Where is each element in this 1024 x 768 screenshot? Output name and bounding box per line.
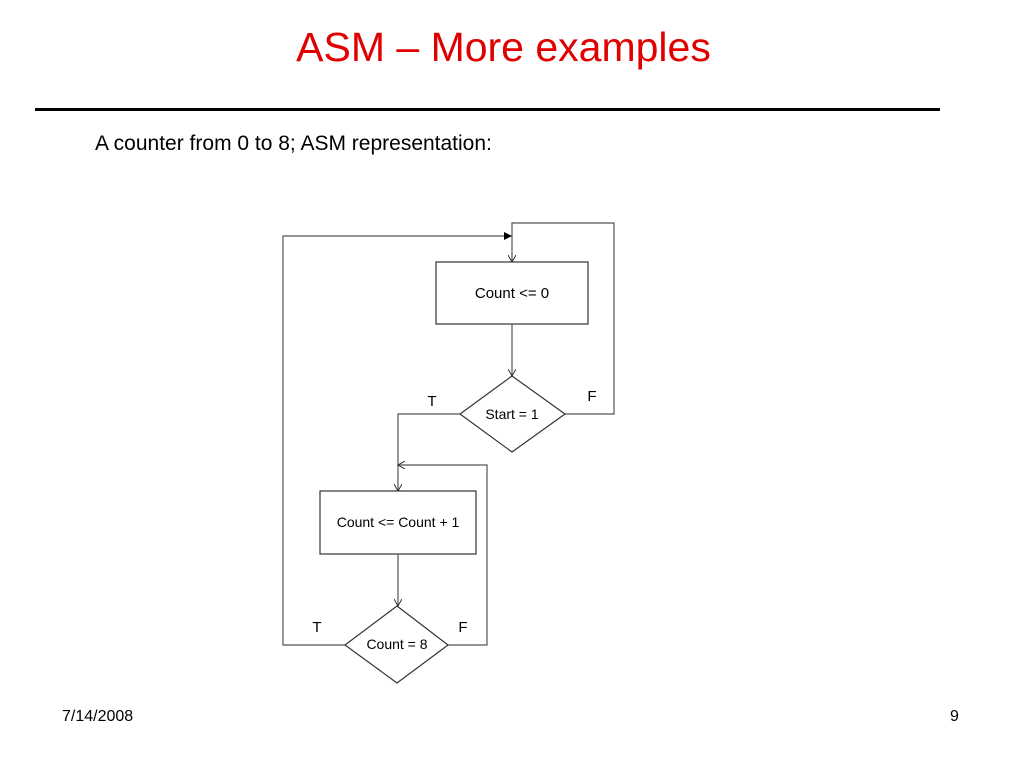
start-true-label: T bbox=[427, 393, 436, 410]
count-true-loop bbox=[282, 232, 512, 646]
title-divider bbox=[35, 108, 940, 111]
decision-label-start: Start = 1 bbox=[485, 406, 539, 422]
decision-label-count: Count = 8 bbox=[366, 636, 427, 652]
decision-diamond-count bbox=[343, 605, 449, 684]
slide-title: ASM – More examples bbox=[296, 24, 711, 70]
count-false-label: F bbox=[458, 619, 467, 636]
start-true-path bbox=[398, 413, 460, 491]
state-label-init: Count <= 0 bbox=[475, 285, 549, 302]
decision-diamond-start bbox=[458, 375, 567, 453]
count-false-loop bbox=[398, 465, 488, 646]
page-number: 9 bbox=[950, 708, 959, 725]
start-false-label: F bbox=[587, 388, 596, 405]
state-label-increment: Count <= Count + 1 bbox=[337, 514, 460, 530]
footer-date: 7/14/2008 bbox=[62, 708, 134, 725]
slide-subtitle: A counter from 0 to 8; ASM representatio… bbox=[95, 132, 492, 155]
start-false-loop bbox=[512, 222, 615, 415]
state-box-increment bbox=[319, 490, 477, 555]
count-true-label: T bbox=[312, 619, 321, 636]
